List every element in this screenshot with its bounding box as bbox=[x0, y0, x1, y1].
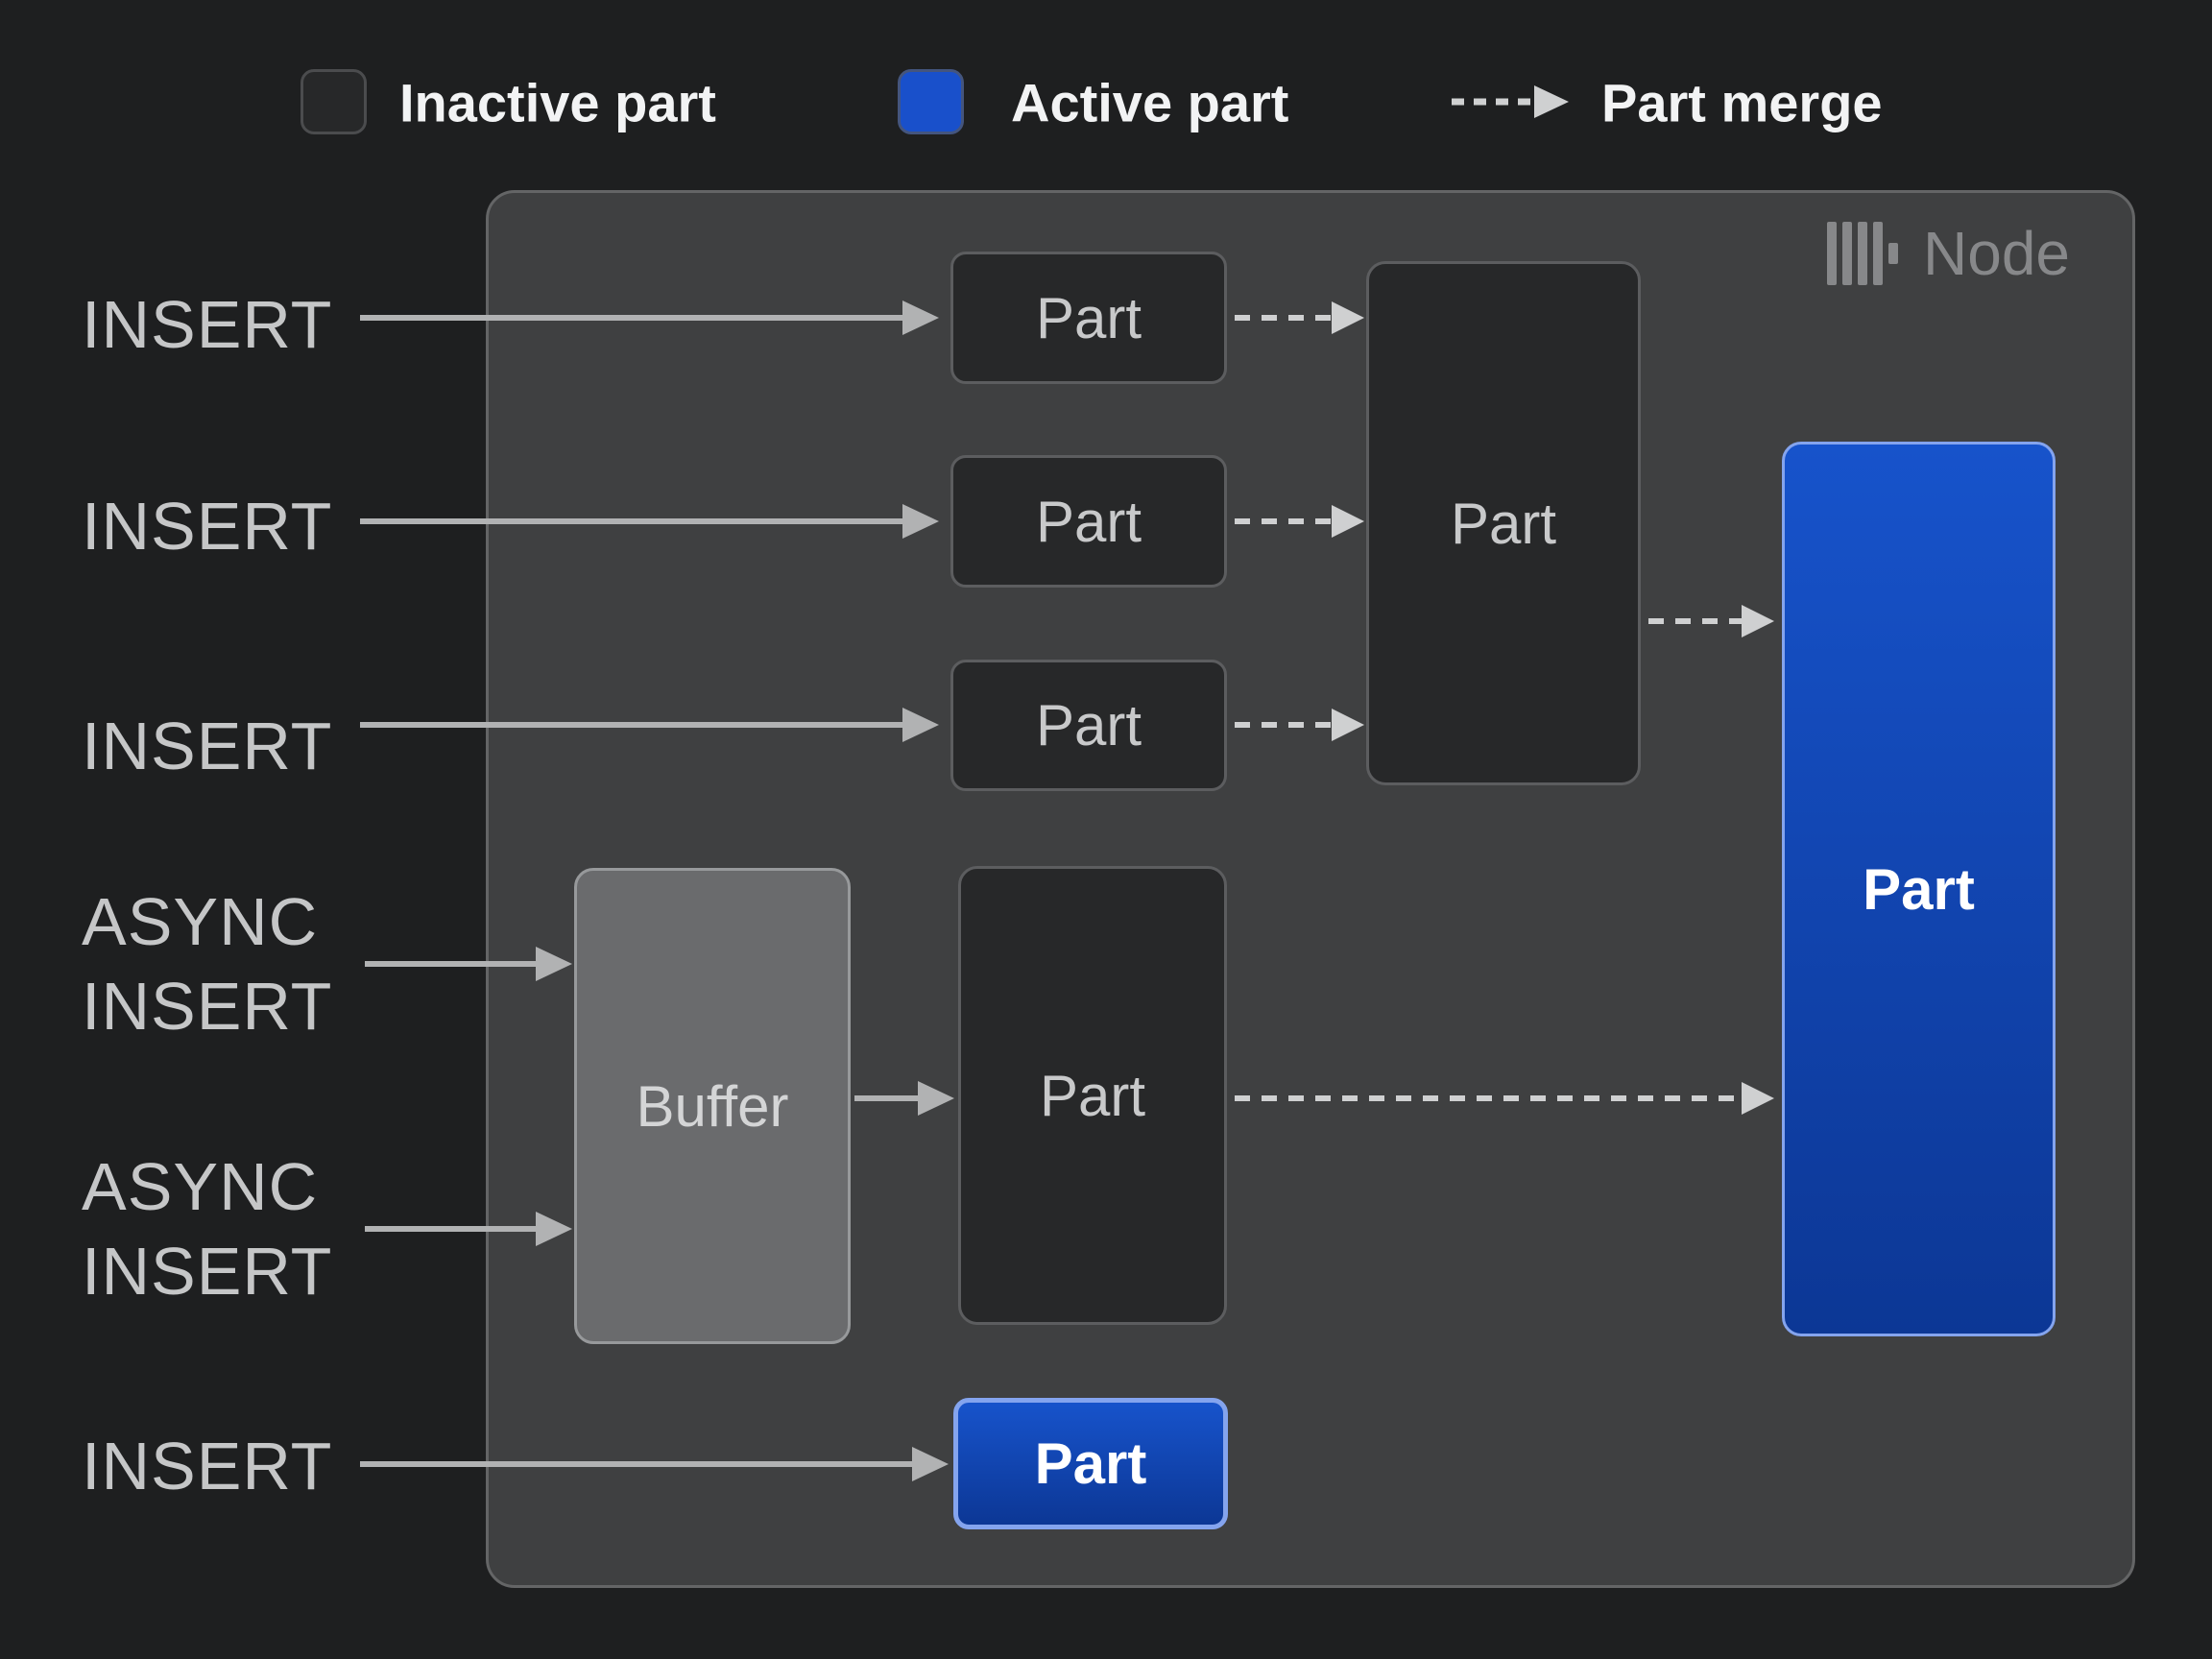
logo-bar bbox=[1873, 222, 1883, 285]
logo-bar-short bbox=[1888, 243, 1898, 264]
active-part-large-label: Part bbox=[1863, 856, 1975, 922]
input-label-insert-2: INSERT bbox=[82, 489, 333, 564]
part-box-1: Part bbox=[950, 252, 1227, 384]
part-box-2-label: Part bbox=[1035, 489, 1142, 554]
dashed-arrow-icon bbox=[1452, 85, 1569, 118]
logo-bar bbox=[1858, 222, 1867, 285]
part-box-3: Part bbox=[950, 660, 1227, 791]
legend-active-swatch bbox=[898, 69, 964, 134]
input-label-insert-4: INSERT bbox=[82, 1429, 333, 1503]
input-label-async-insert-2: ASYNC INSERT bbox=[82, 1149, 333, 1309]
active-part-box-large: Part bbox=[1782, 442, 2056, 1336]
input-label-async-insert-1: ASYNC INSERT bbox=[82, 884, 333, 1044]
clickhouse-logo-icon bbox=[1827, 222, 1898, 285]
merge-target-part-label: Part bbox=[1450, 491, 1557, 556]
buffered-part-box: Part bbox=[958, 866, 1227, 1325]
part-box-2: Part bbox=[950, 455, 1227, 588]
input-label-insert-1: INSERT bbox=[82, 287, 333, 362]
input-label-insert-3: INSERT bbox=[82, 709, 333, 783]
legend-inactive-swatch bbox=[301, 69, 367, 134]
active-part-box-small: Part bbox=[953, 1398, 1228, 1529]
legend-merge-label: Part merge bbox=[1601, 72, 1883, 133]
logo-bar bbox=[1842, 222, 1852, 285]
legend-inactive-label: Inactive part bbox=[399, 72, 716, 133]
legend-active-label: Active part bbox=[1011, 72, 1289, 133]
part-box-1-label: Part bbox=[1035, 285, 1142, 350]
buffer-box-label: Buffer bbox=[636, 1073, 789, 1139]
logo-bar bbox=[1827, 222, 1837, 285]
active-part-small-label: Part bbox=[1034, 1431, 1147, 1496]
buffer-box: Buffer bbox=[574, 868, 851, 1344]
merge-target-part-box: Part bbox=[1366, 261, 1641, 785]
buffered-part-label: Part bbox=[1039, 1063, 1146, 1128]
node-title: Node bbox=[1923, 219, 2070, 288]
node-header: Node bbox=[1827, 221, 2070, 286]
part-box-3-label: Part bbox=[1035, 693, 1142, 757]
